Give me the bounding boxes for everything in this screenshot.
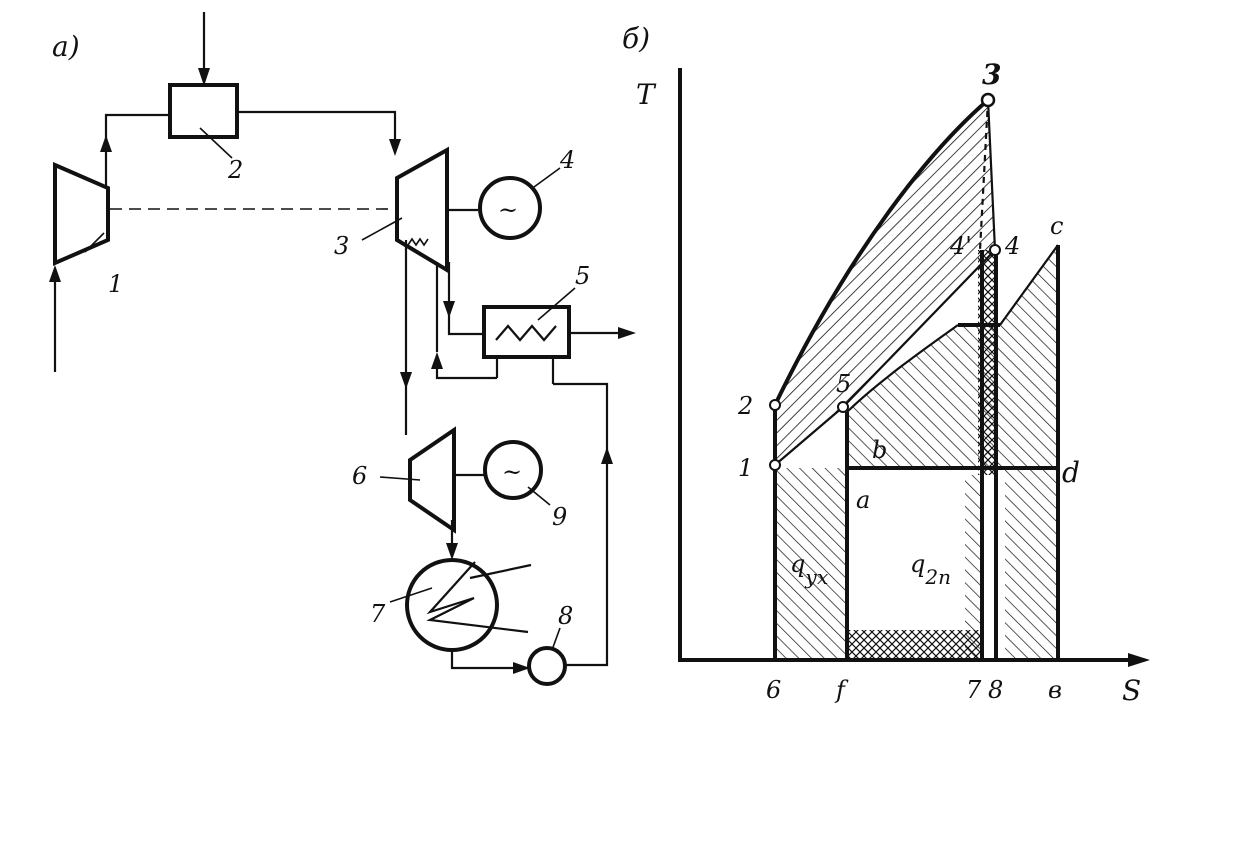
label-pump: 8 xyxy=(558,602,573,630)
generator-9-symbol: ~ xyxy=(502,458,522,486)
area-gt-cycle xyxy=(775,100,995,465)
label-point-4-prime: 4' xyxy=(949,232,972,260)
steam-return-arrowhead xyxy=(431,352,443,369)
leader-2 xyxy=(199,127,233,159)
line-3-4 xyxy=(986,99,997,251)
area-strip-8 xyxy=(1005,468,1058,660)
leader-1 xyxy=(84,232,105,253)
combustor-to-turbine-line xyxy=(237,110,397,150)
area-q2p-blank xyxy=(858,485,963,625)
label-generator-gt: 4 xyxy=(559,146,575,174)
label-point-a: a xyxy=(856,486,870,514)
part-b-label: б) xyxy=(622,22,650,55)
condenser-to-pump-line xyxy=(450,650,528,670)
compressor-outlet-arrowhead xyxy=(100,135,112,152)
label-point-2: 2 xyxy=(737,392,753,420)
label-point-4: 4 xyxy=(1004,232,1020,260)
steam-return-line xyxy=(435,360,497,380)
generator-4-symbol: ~ xyxy=(498,196,518,224)
area-q-out xyxy=(775,468,845,660)
generator-9-shape xyxy=(483,440,543,500)
label-point-d: d xyxy=(1062,456,1080,489)
label-condenser: 7 xyxy=(370,600,386,628)
exhaust-arrowhead xyxy=(443,301,455,318)
compressor-shape xyxy=(53,161,110,267)
line-1-5 xyxy=(774,406,844,466)
tick-v: в xyxy=(1048,676,1062,704)
label-compressor: 1 xyxy=(108,270,123,298)
exhaust-to-exchanger-line xyxy=(447,262,484,336)
label-point-5: 5 xyxy=(836,370,851,398)
condenser-inlet-arrowhead xyxy=(446,543,458,560)
line-5-4 xyxy=(842,249,996,408)
label-combustor: 2 xyxy=(227,156,243,184)
exchanger-coil xyxy=(495,324,557,342)
tick-7: 7 xyxy=(966,676,982,704)
condenser-coil xyxy=(426,561,529,634)
turbine-inlet-arrowhead xyxy=(389,139,401,156)
leader-3 xyxy=(361,217,403,241)
leader-6 xyxy=(379,476,421,481)
point-1 xyxy=(769,459,781,471)
label-q-2p: q2п xyxy=(910,550,951,589)
turbine-extraction-zigzag xyxy=(407,237,429,247)
steam-turbine-shape xyxy=(408,426,456,534)
fuel-inlet-arrowhead xyxy=(198,68,210,86)
feedwater-line xyxy=(553,382,609,667)
label-point-b: b xyxy=(872,436,887,464)
t-axis-label: T xyxy=(636,78,657,111)
s-axis-arrowhead xyxy=(1128,653,1150,667)
schematic-a: а) ~ xyxy=(49,12,636,686)
feedwater-arrowhead xyxy=(601,447,613,464)
leader-5 xyxy=(537,287,576,321)
compressor-to-combustor-line xyxy=(104,113,170,188)
label-point-c: c xyxy=(1050,212,1063,240)
label-point-1: 1 xyxy=(738,454,753,482)
area-strip-7 xyxy=(965,475,983,660)
part-a-label: а) xyxy=(52,30,80,63)
tick-6: 6 xyxy=(766,676,781,704)
line-b-evap xyxy=(846,324,959,413)
generator-4-shape xyxy=(478,176,542,240)
air-inlet-arrowhead xyxy=(49,265,61,282)
point-5 xyxy=(837,401,849,413)
label-q-out: qух xyxy=(790,550,828,589)
condenser-cooling-in xyxy=(469,563,532,580)
leader-4 xyxy=(533,167,561,188)
line-3-4-prime xyxy=(978,99,990,251)
pump-shape xyxy=(527,646,567,686)
label-heat-exchanger: 5 xyxy=(575,262,590,290)
point-4 xyxy=(989,244,1001,256)
label-steam-turbine: 6 xyxy=(352,462,367,490)
area-steam-cycle xyxy=(847,245,1058,468)
tick-f: f xyxy=(834,676,849,704)
s-axis-label: S xyxy=(1122,674,1141,707)
label-gas-turbine: 3 xyxy=(334,232,349,260)
tick-8: 8 xyxy=(988,676,1003,704)
line-superheat xyxy=(999,244,1059,326)
gas-turbine-shape xyxy=(395,146,449,274)
leader-9 xyxy=(527,486,551,506)
ts-diagram-b: б) T S xyxy=(622,22,1150,707)
point-2 xyxy=(769,399,781,411)
area-crosshatch-bottom xyxy=(847,630,982,660)
exchanger-exhaust-arrowhead xyxy=(618,327,636,339)
label-generator-st: 9 xyxy=(552,503,567,531)
label-point-3: 3 xyxy=(982,58,1001,91)
pump-inlet-arrowhead xyxy=(513,662,530,674)
point-3 xyxy=(980,92,996,108)
leader-8 xyxy=(551,627,561,651)
line-2-3 xyxy=(773,98,990,406)
combustor-shape xyxy=(168,83,239,139)
leader-7 xyxy=(389,587,433,603)
steam-supply-arrowhead xyxy=(400,372,412,389)
